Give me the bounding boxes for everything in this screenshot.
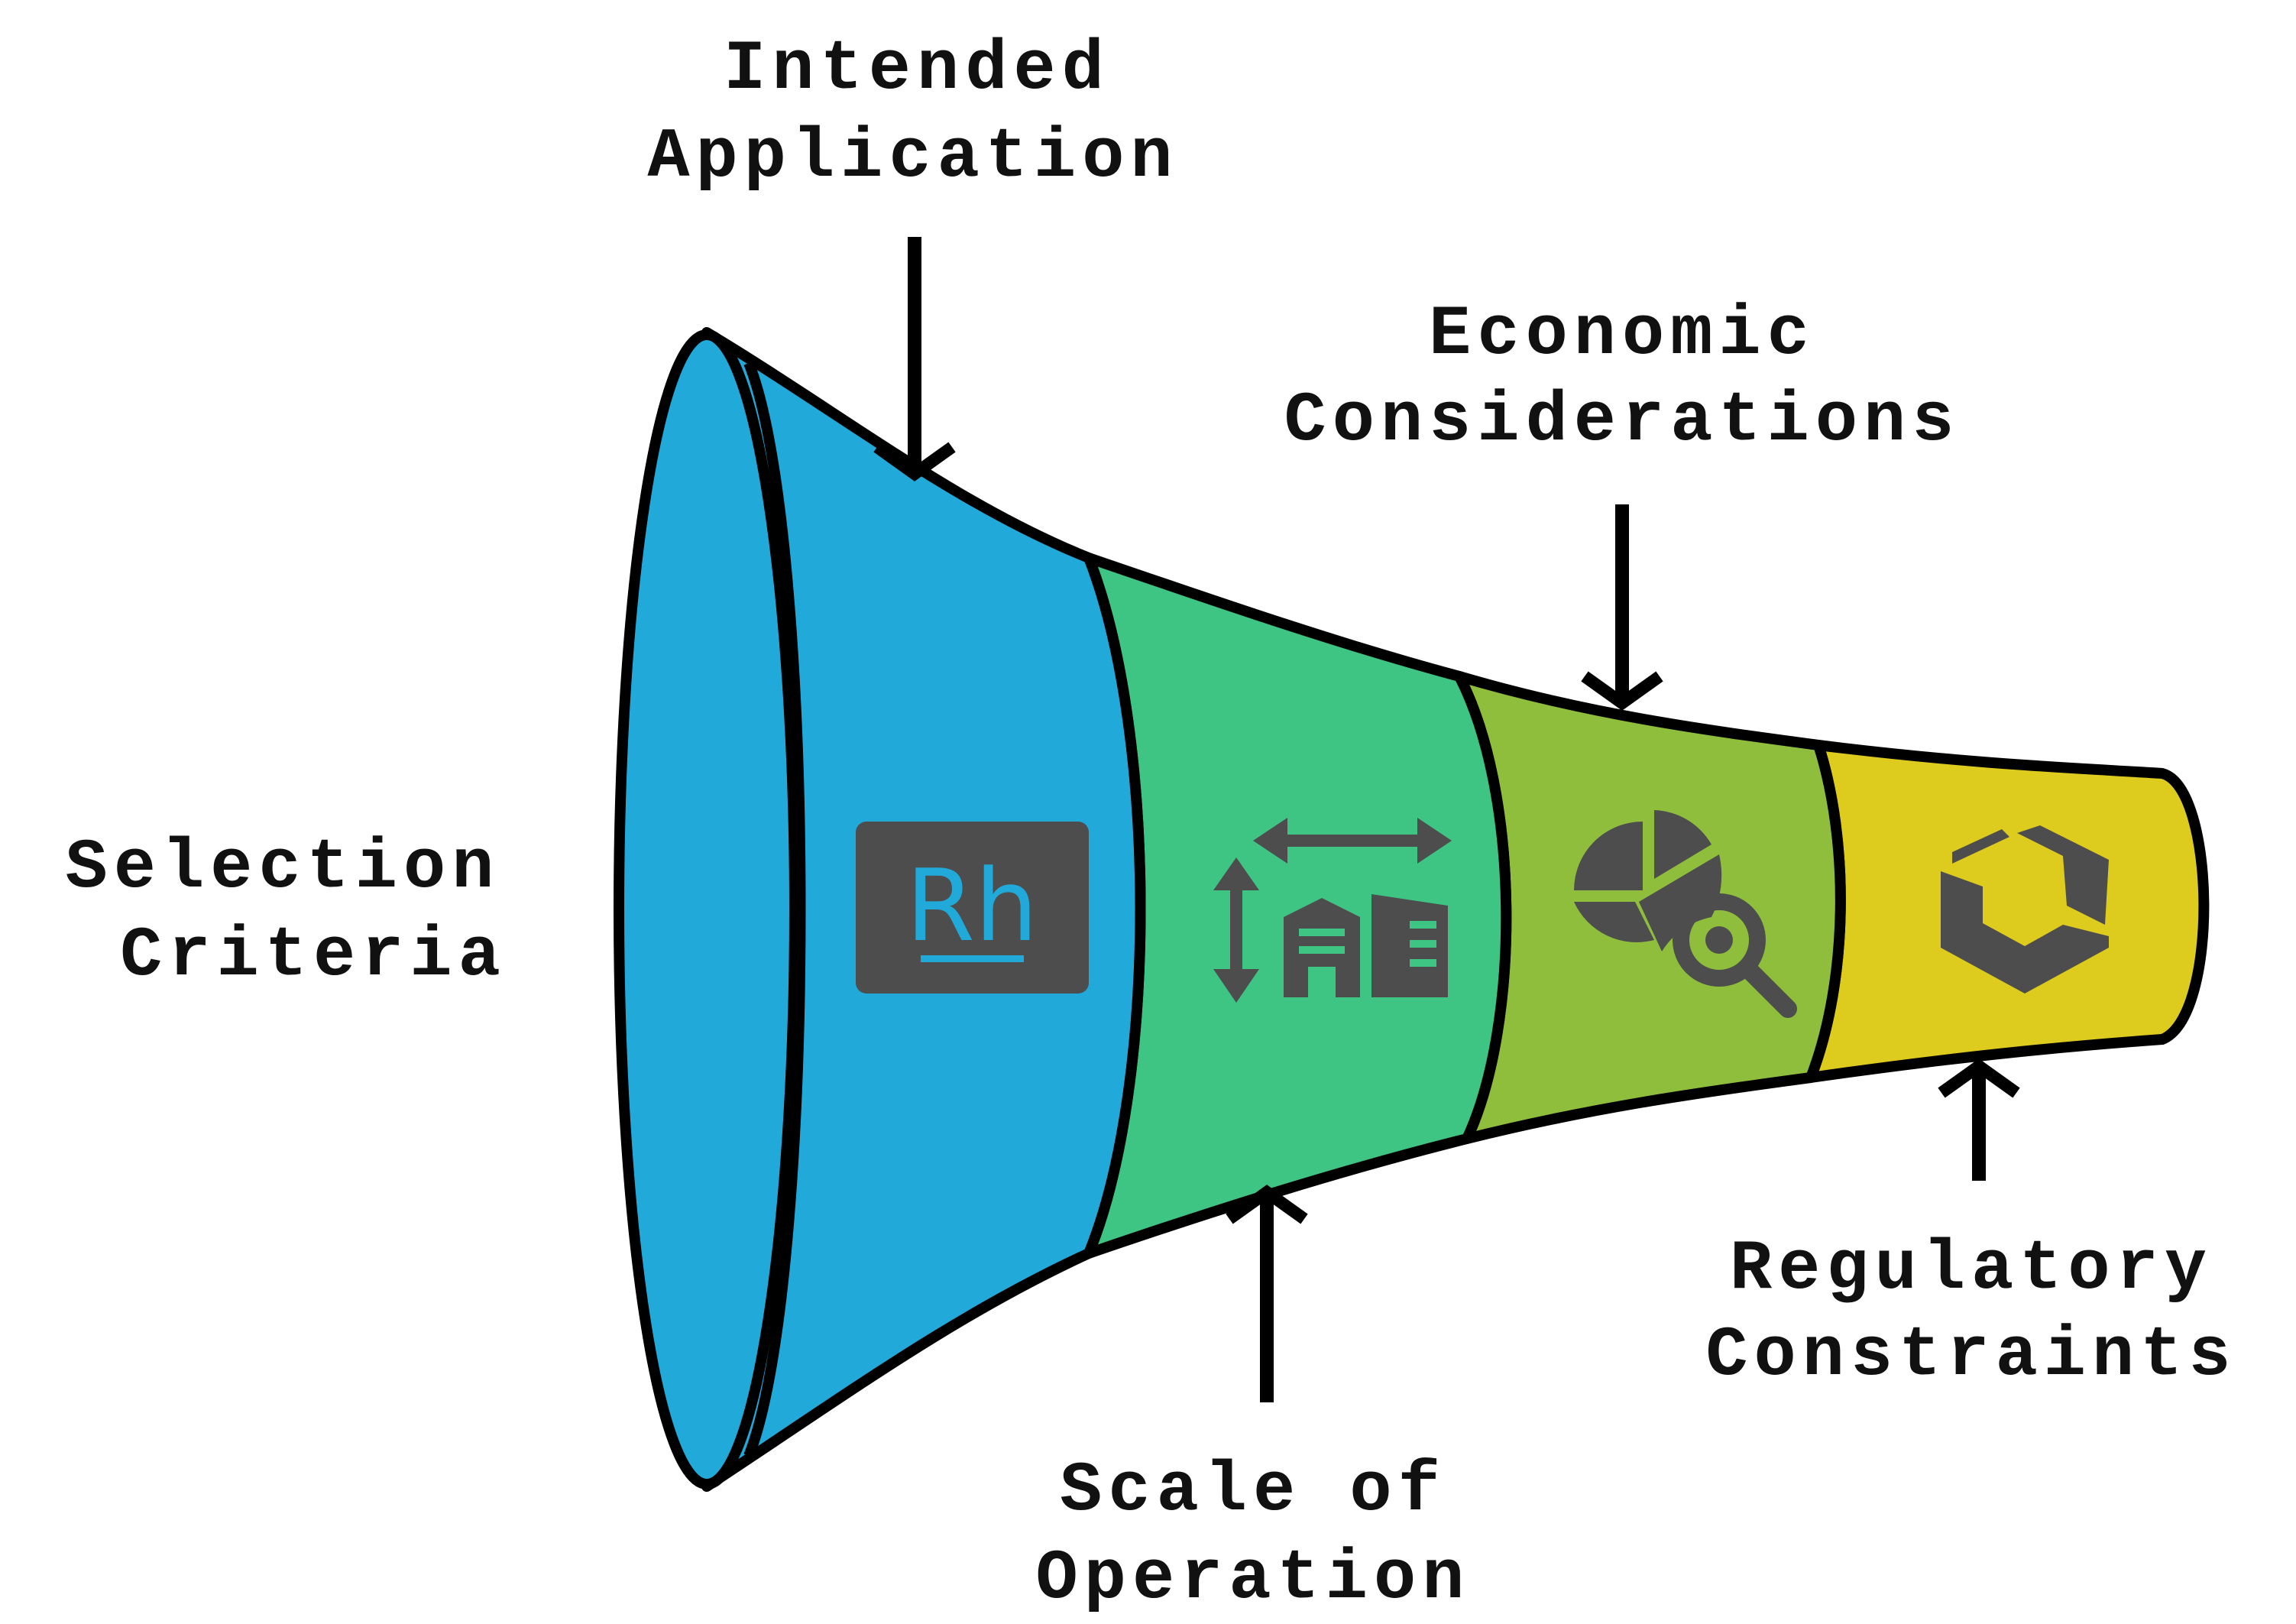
label-regulatory-constraints: Regulatory Constraints [1705, 1229, 2236, 1395]
label-scale-of-operation: Scale of Operation [1036, 1451, 1471, 1619]
arrow-intended-application [873, 237, 956, 481]
plant-scale-icon [1213, 818, 1452, 1003]
arrow-scale-of-operation [1226, 1185, 1308, 1402]
svg-text:Selection: Selection [66, 828, 500, 908]
funnel-mouth [614, 329, 800, 1489]
svg-text:Constraints: Constraints [1705, 1315, 2236, 1395]
svg-text:Criteria: Criteria [120, 916, 507, 996]
cost-analysis-icon [1574, 810, 1797, 1018]
svg-text:Economic: Economic [1429, 294, 1815, 374]
funnel-body [614, 327, 2210, 1492]
svg-text:Scale of: Scale of [1060, 1451, 1446, 1531]
funnel-inner-ring [743, 361, 806, 1458]
svg-text:Considerations: Considerations [1284, 381, 1961, 461]
svg-text:Operation: Operation [1036, 1538, 1471, 1619]
rhodium-element-icon: Rh [856, 822, 1089, 994]
arrow-regulatory-constraints [1938, 1058, 2020, 1181]
svg-text:Regulatory: Regulatory [1730, 1229, 2213, 1309]
rhodium-symbol: Rh [906, 848, 1038, 964]
label-intended-application: Intended Application [647, 29, 1178, 197]
svg-text:Intended: Intended [724, 29, 1110, 109]
hexagon-compliance-icon [1941, 825, 2109, 994]
label-economic-considerations: Economic Considerations [1284, 294, 1961, 461]
segment-regulatory-constraints [1805, 740, 2210, 1083]
svg-text:Application: Application [647, 117, 1178, 197]
arrows [873, 237, 2020, 1402]
arrow-economic-considerations [1581, 504, 1663, 711]
label-selection-criteria: Selection Criteria [66, 828, 507, 996]
